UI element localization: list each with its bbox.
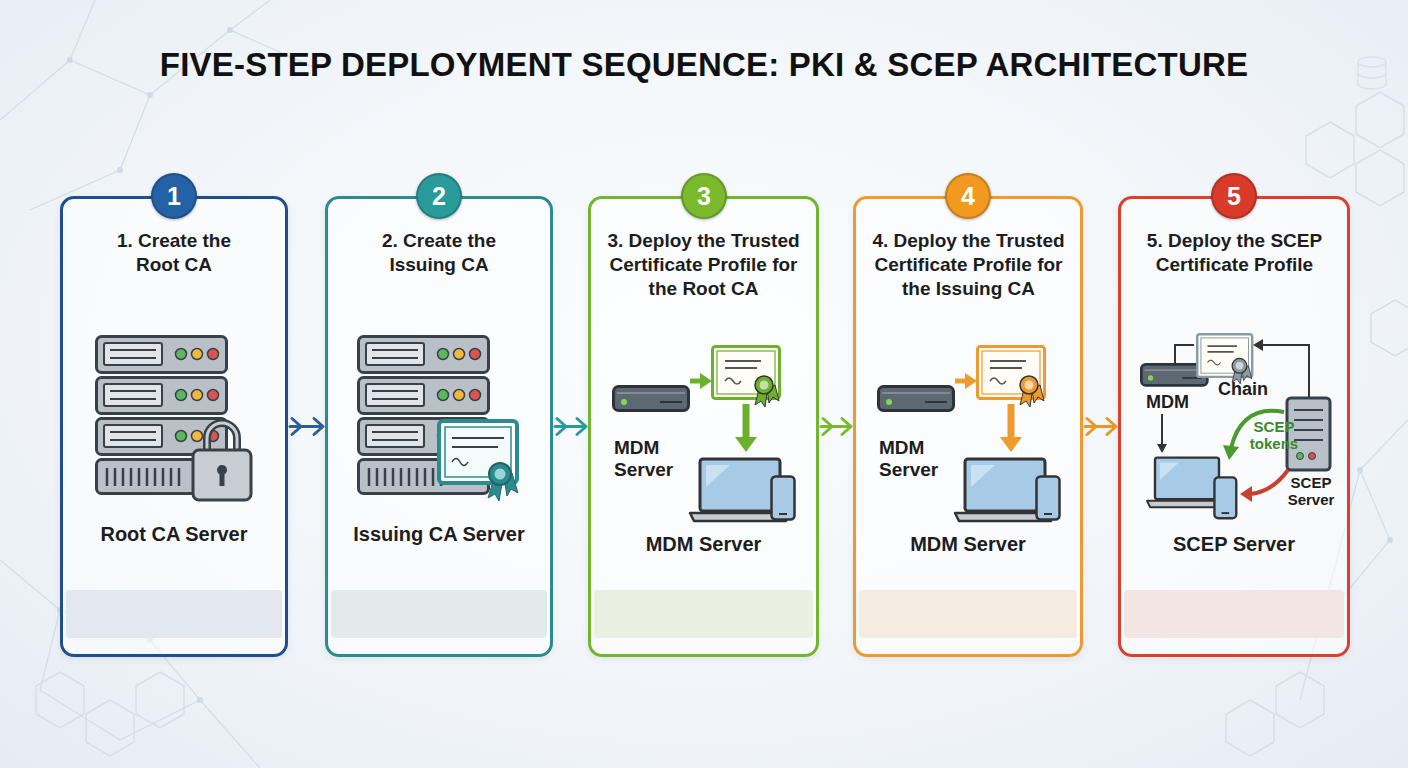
step-number: 2 xyxy=(432,182,446,211)
scep-illustration xyxy=(1141,334,1330,518)
panel-footer-band xyxy=(66,590,282,638)
database-icon xyxy=(1358,57,1386,89)
step-panel: 5. Deploy the SCEP Certificate ProfileSC… xyxy=(1118,196,1350,657)
component-label: MDM Server xyxy=(856,532,1080,556)
panel-footer-band xyxy=(859,590,1077,638)
step-heading: 5. Deploy the SCEP Certificate Profile xyxy=(1132,229,1337,277)
step-badge: 2 xyxy=(416,173,462,219)
illustration-label: MDM Server xyxy=(614,437,699,481)
step-number: 3 xyxy=(697,182,711,211)
hexagon-pattern xyxy=(36,92,1408,756)
component-label: Issuing CA Server xyxy=(328,522,550,546)
illustration-label: SCEP Server xyxy=(1282,474,1340,508)
step-heading: 4. Deploy the Trusted Certificate Profil… xyxy=(866,229,1071,301)
issuing-profile-illustration xyxy=(879,347,1060,522)
step-badge: 3 xyxy=(681,173,727,219)
root-profile-illustration xyxy=(614,347,795,522)
issuing-ca-illustration xyxy=(359,337,519,502)
step-heading: 1. Create the Root CA xyxy=(99,229,249,277)
component-label: SCEP Server xyxy=(1121,532,1347,556)
flow-arrow xyxy=(290,419,323,435)
flow-arrow xyxy=(1085,419,1116,435)
illustration-label: SCEP tokens xyxy=(1244,418,1304,452)
panel-footer-band xyxy=(331,590,547,638)
step-number: 4 xyxy=(961,182,975,211)
step-badge: 5 xyxy=(1211,173,1257,219)
step-number: 5 xyxy=(1227,182,1241,211)
step-panel: 1. Create the Root CARoot CA Server1 xyxy=(60,196,288,657)
root-ca-illustration xyxy=(97,337,252,501)
step-panel: 2. Create the Issuing CA Issuing CA Serve… xyxy=(325,196,553,657)
step-panel: 3. Deploy the Trusted Certificate Profil… xyxy=(588,196,819,657)
component-label: MDM Server xyxy=(591,532,816,556)
step-heading: 2. Create the Issuing CA xyxy=(359,229,519,277)
step-badge: 1 xyxy=(151,173,197,219)
step-badge: 4 xyxy=(945,173,991,219)
panel-footer-band xyxy=(1124,590,1344,638)
component-label: Root CA Server xyxy=(63,522,285,546)
step-heading: 3. Deploy the Trusted Certificate Profil… xyxy=(601,229,806,301)
illustration-label: MDM xyxy=(1146,392,1196,413)
network-dots xyxy=(57,27,1393,703)
flow-arrow xyxy=(555,419,586,435)
panel-footer-band xyxy=(594,590,813,638)
illustration-label: MDM Server xyxy=(879,437,964,481)
step-number: 1 xyxy=(167,182,181,211)
illustration-label: Chain xyxy=(1218,379,1278,400)
step-panel: 4. Deploy the Trusted Certificate Profil… xyxy=(853,196,1083,657)
flow-arrow xyxy=(821,419,851,435)
diagram-title: FIVE-STEP DEPLOYMENT SEQUENCE: PKI & SCE… xyxy=(0,45,1408,85)
